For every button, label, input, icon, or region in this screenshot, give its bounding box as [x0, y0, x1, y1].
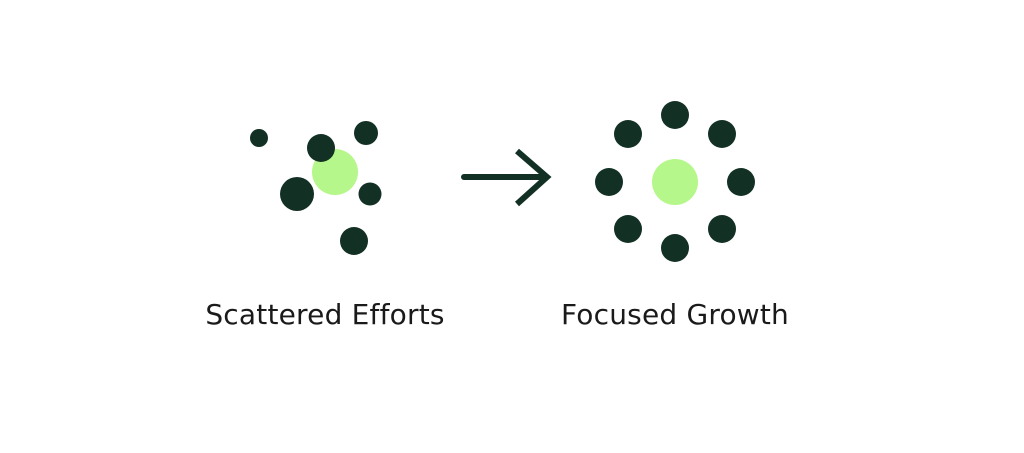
- ring-dot: [708, 120, 736, 148]
- ring-dot: [595, 168, 623, 196]
- ring-dot: [661, 234, 689, 262]
- scattered-dot: [354, 121, 378, 145]
- scattered-dot: [358, 182, 382, 206]
- ring-dot: [614, 215, 642, 243]
- ring-dot: [708, 215, 736, 243]
- center-dot: [652, 159, 698, 205]
- scattered-dot: [340, 227, 368, 255]
- scattered-dot: [250, 129, 268, 147]
- ring-dot: [614, 120, 642, 148]
- scattered-efforts-label: Scattered Efforts: [205, 298, 445, 331]
- scattered-cluster: [250, 121, 382, 255]
- scattered-dot: [307, 134, 335, 162]
- ring-dot: [661, 101, 689, 129]
- ring-dot: [727, 168, 755, 196]
- arrow-right-icon: [461, 148, 552, 207]
- focused-growth-label: Focused Growth: [560, 298, 790, 331]
- scattered-dot: [280, 177, 314, 211]
- focused-cluster: [595, 101, 755, 262]
